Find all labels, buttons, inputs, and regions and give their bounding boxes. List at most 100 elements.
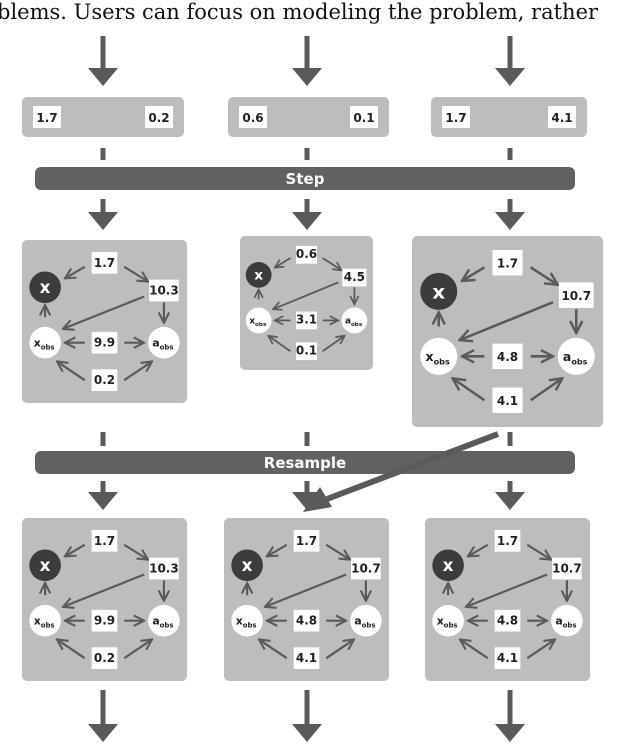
value-bottom: 4.1 (497, 394, 518, 408)
observed-node-a-sub: obs (362, 622, 376, 630)
latent-node-label: x (254, 268, 263, 284)
value-top: 1.7 (497, 534, 518, 548)
observed-node-x-sub: obs (41, 344, 55, 352)
observed-node-a-label: aobs (152, 337, 173, 352)
value-right: 0.1 (353, 111, 374, 125)
latent-node-label: x (40, 277, 51, 297)
value-box (149, 557, 179, 580)
value-box (293, 529, 320, 552)
arrow-head (292, 212, 322, 230)
edge-arrow (259, 639, 288, 660)
value-box (296, 245, 317, 264)
edge-arrow (123, 543, 148, 560)
diagonal-edge-arrow (273, 281, 339, 309)
value-right: 4.1 (551, 111, 572, 125)
arrow-head (292, 68, 322, 86)
value-box (149, 279, 179, 302)
observed-node-x-sub: obs (243, 622, 257, 630)
observed-node-x-sub: obs (41, 622, 55, 630)
down-arrow-top (292, 36, 322, 86)
arrow-head (88, 212, 118, 230)
resample-copy-shaft (325, 431, 500, 502)
observed-node-a (551, 604, 583, 637)
value-bottom: 0.2 (94, 651, 115, 665)
observed-node-a-label: aobs (354, 615, 375, 630)
observed-node-x (420, 337, 458, 375)
observed-node-x-main: x (437, 615, 444, 628)
observed-node-x (29, 604, 61, 637)
caption-text: blems. Users can focus on modeling the p… (0, 0, 599, 24)
latent-node-x (231, 549, 263, 582)
value-box (239, 106, 267, 128)
edge-arrow (57, 361, 86, 382)
observed-node-a-sub: obs (351, 322, 363, 328)
observed-node-x-sub: obs (444, 622, 458, 630)
edge-arrow (526, 639, 555, 660)
value-box (91, 331, 118, 354)
diagonal-edge-arrow (265, 573, 347, 606)
observed-node-x-main: x (249, 317, 255, 327)
latent-node-x (29, 271, 61, 304)
observed-node-x-sub: obs (434, 356, 450, 366)
latent-node-x (29, 549, 61, 582)
value-bottom: 4.1 (296, 651, 317, 665)
value-box (558, 282, 594, 308)
observed-node-a (557, 337, 595, 375)
observed-node-a (148, 604, 180, 637)
diagonal-edge-arrow (63, 573, 145, 606)
arrow-head (292, 724, 322, 742)
latent-node-x (245, 261, 272, 288)
operation-bar-label-resample: Resample (264, 454, 346, 472)
observed-node-a-main: a (345, 317, 351, 327)
observed-node-a-main: a (555, 615, 562, 628)
value-top: 1.7 (497, 256, 518, 270)
value-top: 0.6 (296, 247, 317, 261)
particle-panel (22, 97, 184, 137)
value-bottom: 0.1 (296, 343, 317, 357)
observed-node-x-main: x (236, 615, 243, 628)
edge-arrow (453, 378, 486, 402)
observed-node-a (148, 326, 180, 359)
value-corner: 4.5 (344, 270, 365, 284)
value-corner: 10.7 (552, 561, 582, 575)
value-center: 4.8 (296, 614, 317, 628)
observed-node-a-label: aobs (345, 317, 363, 328)
value-top: 1.7 (296, 534, 317, 548)
edge-arrow (275, 257, 291, 268)
value-box (91, 369, 118, 392)
value-center: 4.8 (497, 350, 518, 364)
edge-arrow (123, 639, 152, 660)
edge-arrow (460, 639, 489, 660)
value-box (494, 529, 521, 552)
latent-node-label: x (443, 555, 454, 575)
value-center: 4.8 (497, 614, 518, 628)
down-arrow-after-step (495, 199, 525, 230)
edge-arrow (65, 543, 86, 557)
value-box (552, 557, 582, 580)
edge-arrow (123, 265, 148, 282)
observed-node-a (341, 307, 368, 334)
value-right: 0.2 (148, 111, 169, 125)
value-corner: 10.7 (351, 561, 381, 575)
value-box (91, 251, 118, 274)
observed-node-a-label: aobs (555, 615, 576, 630)
value-box (548, 106, 576, 128)
observed-node-a-label: aobs (563, 350, 588, 366)
observed-node-x-sub: obs (255, 322, 267, 328)
value-box (91, 647, 118, 670)
value-box (296, 342, 317, 361)
value-box (342, 268, 367, 287)
edge-arrow (123, 361, 152, 382)
observed-node-x-label: xobs (236, 615, 257, 630)
value-center: 9.9 (94, 336, 115, 350)
down-arrow-after-resample (88, 481, 118, 510)
down-arrow-bottom (292, 690, 322, 742)
value-box (91, 609, 118, 632)
value-box (33, 106, 61, 128)
arrow-head (495, 724, 525, 742)
